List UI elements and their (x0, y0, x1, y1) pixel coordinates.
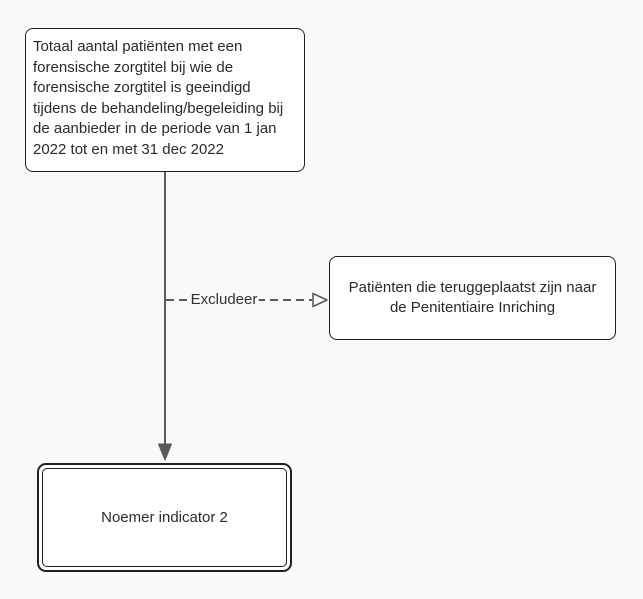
arrowhead-right-open-icon (312, 292, 328, 308)
solid-arrow-source-to-result (158, 172, 172, 461)
edge-label-excludeer: Excludeer (189, 291, 259, 309)
arrowhead-down-icon (158, 443, 172, 461)
node-exclusion: Patiënten die teruggeplaatst zijn naar d… (329, 256, 616, 340)
node-result-inner-border: Noemer indicator 2 (42, 468, 287, 567)
node-source-population: Totaal aantal patiënten met een forensis… (25, 28, 305, 172)
node-result-label: Noemer indicator 2 (101, 509, 228, 526)
node-result: Noemer indicator 2 (37, 463, 292, 572)
